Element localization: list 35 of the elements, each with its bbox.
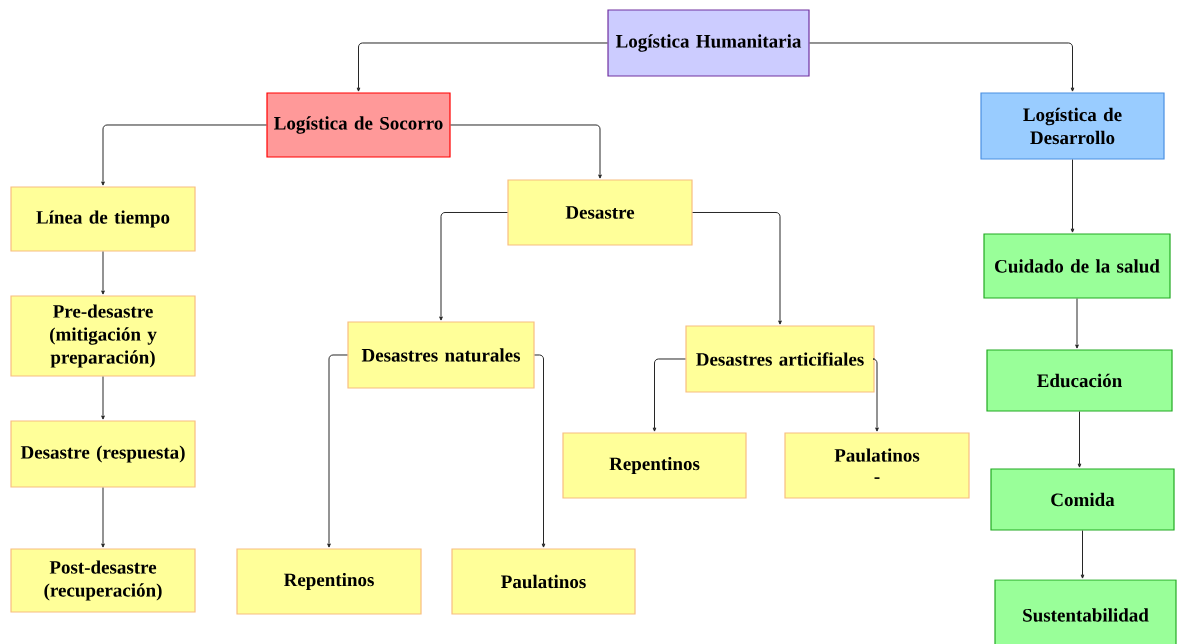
arrow xyxy=(692,212,782,325)
arrow xyxy=(450,124,602,179)
category-box: Logística de Socorro xyxy=(266,92,451,158)
process-box: Sustentabilidad xyxy=(994,579,1177,644)
arrow xyxy=(652,358,686,432)
process-box: Comida xyxy=(990,468,1175,531)
process-box: Desastre (respuesta) xyxy=(10,420,196,488)
arrow xyxy=(101,376,105,420)
process-box: Paulatinos - xyxy=(784,432,970,499)
root-box: Logística Humanitaria xyxy=(607,9,810,77)
arrow xyxy=(356,42,608,92)
process-box: Línea de tiempo xyxy=(10,186,196,252)
process-box: Paulatinos xyxy=(451,548,636,615)
process-box: Cuidado de la salud xyxy=(983,233,1171,299)
process-box: Pre-desastre (mitigación y preparación) xyxy=(10,295,196,377)
arrow xyxy=(439,212,508,321)
arrow xyxy=(872,358,879,432)
category-box: Logística de Desarrollo xyxy=(980,92,1165,160)
arrow xyxy=(1075,298,1079,349)
arrow xyxy=(101,251,105,295)
arrow xyxy=(809,42,1075,92)
arrow xyxy=(101,124,267,186)
process-box: Repentinos xyxy=(562,432,747,499)
process-box: Desastres articifiales xyxy=(685,325,875,393)
process-box: Desastres naturales xyxy=(347,321,535,389)
arrow xyxy=(534,354,546,548)
process-box: Desastre xyxy=(507,179,693,246)
arrow xyxy=(1080,530,1085,579)
process-box: Post-desastre (recuperación) xyxy=(10,548,196,613)
arrow xyxy=(327,354,348,548)
arrow xyxy=(1070,159,1075,233)
process-box: Educación xyxy=(986,349,1173,412)
arrow xyxy=(101,487,105,548)
process-box: Repentinos xyxy=(236,548,422,615)
arrow xyxy=(1077,411,1082,468)
